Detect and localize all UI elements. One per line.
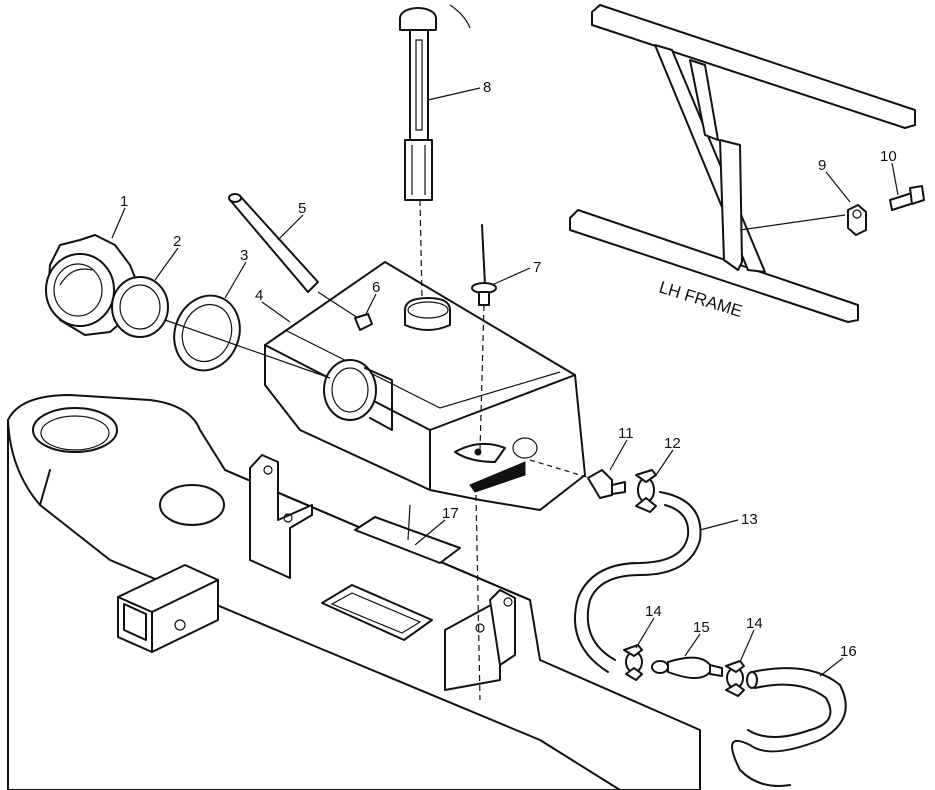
hose-clamp-lower-right bbox=[725, 660, 745, 697]
callout-14b: 14 bbox=[746, 615, 763, 632]
leader-lines bbox=[111, 87, 899, 677]
callout-8: 8 bbox=[483, 79, 491, 96]
fuel-hose-lower bbox=[731, 667, 847, 787]
gasket bbox=[173, 294, 241, 372]
fuel-tank bbox=[264, 261, 586, 511]
hose-clamp bbox=[635, 469, 657, 513]
callout-3: 3 bbox=[240, 247, 248, 264]
callout-14a: 14 bbox=[645, 603, 662, 620]
callout-9: 9 bbox=[818, 157, 826, 174]
fuel-sender bbox=[399, 4, 471, 201]
fuel-filter bbox=[651, 656, 723, 679]
vent-hose bbox=[228, 193, 319, 293]
callout-12: 12 bbox=[664, 435, 681, 452]
callout-6: 6 bbox=[372, 279, 380, 296]
callout-5: 5 bbox=[298, 200, 306, 217]
callout-7: 7 bbox=[533, 259, 541, 276]
callout-13: 13 bbox=[741, 511, 758, 528]
retainer-ring bbox=[111, 276, 169, 338]
callout-15: 15 bbox=[693, 619, 710, 636]
callout-2: 2 bbox=[173, 233, 181, 250]
frame-crossmember bbox=[7, 394, 701, 790]
lh-frame bbox=[569, 4, 916, 323]
callout-11: 11 bbox=[618, 425, 634, 442]
callout-10: 10 bbox=[880, 148, 897, 165]
callout-4: 4 bbox=[255, 287, 263, 304]
callouts: 1 2 3 4 5 6 7 8 9 10 11 12 13 14 15 14 1… bbox=[120, 79, 897, 660]
fuel-hose-upper bbox=[574, 491, 702, 673]
clamp-bracket bbox=[847, 204, 867, 236]
warning-decal bbox=[354, 516, 461, 564]
callout-17: 17 bbox=[442, 505, 459, 522]
fuel-sender-wire bbox=[471, 224, 497, 306]
fuel-fitting bbox=[587, 469, 626, 499]
bolt bbox=[889, 185, 925, 211]
callout-16: 16 bbox=[840, 643, 857, 660]
callout-1: 1 bbox=[120, 193, 128, 210]
hose-clamp-lower-left bbox=[623, 644, 643, 681]
